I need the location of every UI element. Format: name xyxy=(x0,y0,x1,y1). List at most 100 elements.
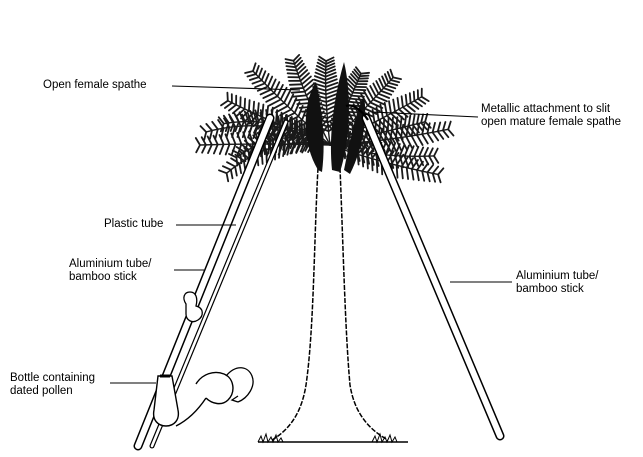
leaflet xyxy=(292,117,293,128)
leaflet xyxy=(367,157,368,168)
leaflet xyxy=(212,122,218,129)
leaflet xyxy=(277,85,283,96)
label-metallic-attachment: Metallic attachment to slit open mature … xyxy=(481,103,621,129)
leaflet xyxy=(385,74,389,83)
leaflet xyxy=(388,83,397,86)
leaflet xyxy=(417,135,423,145)
leaflet xyxy=(381,91,391,95)
leaflet xyxy=(220,144,224,154)
leaflet xyxy=(259,69,262,78)
leaflet xyxy=(226,144,230,154)
leaflet xyxy=(405,116,406,127)
leaflet xyxy=(419,147,423,156)
leaflet xyxy=(253,80,262,83)
palm-fronds xyxy=(196,55,454,182)
leaflet xyxy=(243,132,247,144)
open-female-spathe xyxy=(306,82,324,172)
cord-arrow xyxy=(232,396,238,402)
leaflet xyxy=(443,130,448,137)
leaflet xyxy=(258,103,259,115)
leaflet xyxy=(253,63,256,71)
leaflet xyxy=(418,99,425,104)
leaflet xyxy=(424,148,428,156)
pollen-bottle xyxy=(154,376,179,426)
leaflet xyxy=(412,169,414,180)
leaflet xyxy=(386,85,395,88)
leaflet xyxy=(379,94,390,98)
leaflet xyxy=(261,90,271,95)
leaflet xyxy=(229,105,236,111)
label-plastic-tube: Plastic tube xyxy=(104,218,163,231)
leaflet xyxy=(417,115,419,124)
leaflet xyxy=(391,80,399,82)
leaflet xyxy=(214,145,218,154)
leaflet xyxy=(253,102,254,113)
leaflet xyxy=(377,107,379,120)
leaflet xyxy=(388,72,391,80)
leaflet xyxy=(429,156,433,164)
leaflet xyxy=(434,149,438,156)
leaflet xyxy=(206,124,212,131)
palm-trunk xyxy=(272,168,388,440)
leaflet xyxy=(295,99,308,100)
leaflet xyxy=(232,144,236,155)
leaflet xyxy=(417,170,419,180)
leaflet xyxy=(443,122,445,130)
label-bottle-containing-pollen: Bottle containing dated pollen xyxy=(10,372,95,398)
leaflet xyxy=(433,173,435,181)
leaflet xyxy=(225,103,232,108)
leaflet xyxy=(448,122,451,130)
leaflet xyxy=(402,96,403,107)
leaflet xyxy=(427,133,433,142)
leaflet xyxy=(393,100,395,112)
leaflet xyxy=(390,70,393,78)
leaflet xyxy=(400,117,401,128)
leaflet xyxy=(196,145,200,152)
leaflet xyxy=(361,73,369,74)
leaflet xyxy=(227,173,229,181)
leaflet xyxy=(433,123,435,132)
leaflet xyxy=(379,120,380,133)
leaflet xyxy=(383,119,384,133)
leaflet xyxy=(293,95,306,96)
leaflet xyxy=(353,93,365,94)
leaflet xyxy=(227,162,235,166)
leaflet xyxy=(422,134,428,143)
leaflet xyxy=(249,100,250,111)
label-aluminium-tube-left: Aluminium tube/ bamboo stick xyxy=(69,258,151,284)
leaflet xyxy=(231,170,233,179)
leaflet xyxy=(262,71,266,80)
leaflet xyxy=(290,84,302,85)
leaflet xyxy=(239,164,241,174)
leaflet xyxy=(422,97,429,101)
leaflet xyxy=(271,79,276,89)
leaflet xyxy=(412,124,414,136)
leaflet xyxy=(268,77,272,87)
leaflet xyxy=(385,103,387,116)
leaflet xyxy=(245,71,253,73)
leaflet xyxy=(202,145,206,153)
leaflet xyxy=(231,158,239,163)
squeeze-hand xyxy=(176,372,233,426)
leaflet xyxy=(438,131,444,139)
leaflet xyxy=(421,114,423,122)
leaflet xyxy=(360,76,369,77)
leaflet xyxy=(208,145,212,153)
leaflet xyxy=(407,168,408,179)
leaflet xyxy=(274,82,279,93)
leaflet xyxy=(219,170,227,173)
leaflet xyxy=(397,165,398,178)
leaflet xyxy=(389,101,391,113)
leaflet xyxy=(265,74,269,84)
grass-right xyxy=(372,434,397,442)
leaflet xyxy=(380,105,383,118)
leaflet xyxy=(414,92,415,101)
label-aluminium-tube-right: Aluminium tube/ bamboo stick xyxy=(516,270,598,296)
leaflet xyxy=(210,131,212,139)
leaflet xyxy=(256,66,259,74)
leaflet xyxy=(291,88,304,89)
leaflet xyxy=(412,136,418,147)
leaflet xyxy=(201,126,207,132)
leaflet xyxy=(429,148,433,156)
